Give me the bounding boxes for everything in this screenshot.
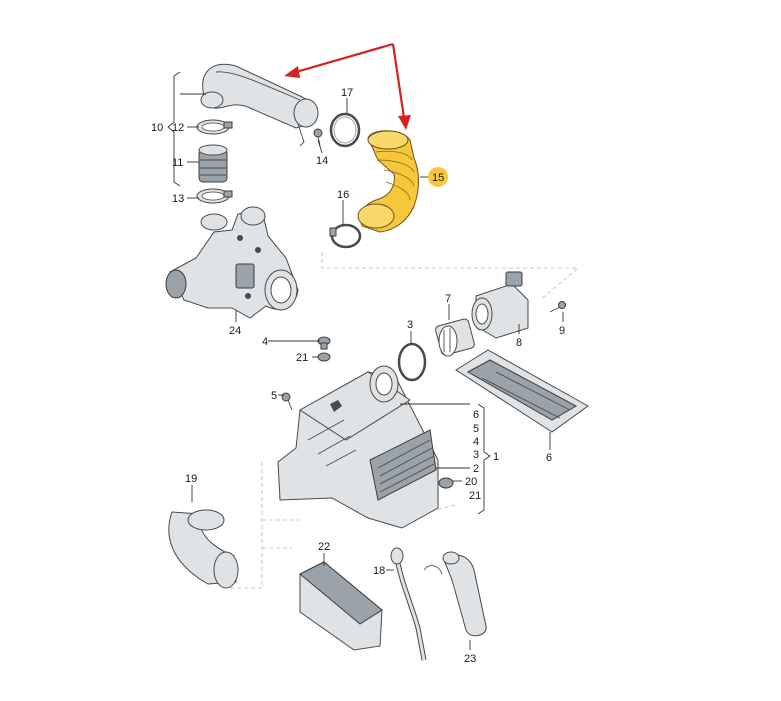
- label-3-right: 3: [473, 449, 479, 461]
- highlight-marker-15: [428, 167, 448, 187]
- label-19: 19: [185, 473, 197, 485]
- label-8: 8: [516, 337, 522, 349]
- leader-lines: [180, 93, 564, 650]
- intake-hose-15-highlighted: [357, 130, 419, 233]
- grommet-20: [438, 477, 454, 489]
- label-14: 14: [316, 155, 328, 167]
- hose-clamp-16: [329, 223, 362, 249]
- label-1: 1: [493, 451, 499, 463]
- grommet-21-upper: [317, 352, 331, 362]
- label-6-bottom: 6: [546, 452, 552, 464]
- grommet-4: [317, 336, 331, 350]
- red-arrow: [284, 42, 411, 130]
- label-3-top: 3: [407, 319, 413, 331]
- label-16: 16: [337, 189, 349, 201]
- label-22: 22: [318, 541, 330, 553]
- part-labels: 10 12 11 13 14 17 16 15 24 3 4 21 5 7 8 …: [151, 87, 565, 665]
- group-bracket-10: [167, 71, 181, 187]
- label-13: 13: [172, 193, 184, 205]
- bolt-5: [281, 392, 293, 411]
- label-21-left: 21: [296, 352, 308, 364]
- screw-9: [549, 301, 566, 313]
- label-5-left: 5: [271, 390, 277, 402]
- hose-clamp-13: [196, 188, 233, 204]
- label-18: 18: [373, 565, 385, 577]
- label-23: 23: [464, 653, 476, 665]
- resonator-box-22: [299, 561, 383, 651]
- label-5-right: 5: [473, 423, 479, 435]
- label-6-right: 6: [473, 409, 479, 421]
- label-4-left: 4: [262, 336, 268, 348]
- air-filter-housing-1: [277, 365, 439, 529]
- o-ring-3: [397, 342, 427, 382]
- filter-tray-6: [455, 349, 589, 433]
- label-9: 9: [559, 325, 565, 337]
- air-pipe-10: [200, 63, 319, 147]
- hose-19: [168, 509, 239, 589]
- intake-sleeve-7: [435, 318, 475, 357]
- label-7: 7: [445, 293, 451, 305]
- label-4-right: 4: [473, 436, 479, 448]
- bolt-14: [313, 128, 323, 146]
- air-mass-meter-8: [471, 271, 529, 339]
- label-2: 2: [473, 463, 479, 475]
- label-21-right: 21: [469, 490, 481, 502]
- hose-clamp-12: [196, 119, 233, 135]
- label-11: 11: [172, 157, 183, 169]
- coupling-sleeve-11: [198, 144, 228, 183]
- label-20: 20: [465, 476, 477, 488]
- group-bracket-1: [477, 403, 491, 515]
- label-24: 24: [229, 325, 241, 337]
- label-12: 12: [172, 122, 184, 134]
- label-10: 10: [151, 122, 163, 134]
- label-17: 17: [341, 87, 353, 99]
- drain-tube-18: [390, 547, 443, 661]
- pipe-23: [442, 551, 487, 637]
- hose-clamp-17: [329, 112, 361, 148]
- label-15: 15: [432, 172, 444, 184]
- throttle-housing-24: [165, 206, 299, 319]
